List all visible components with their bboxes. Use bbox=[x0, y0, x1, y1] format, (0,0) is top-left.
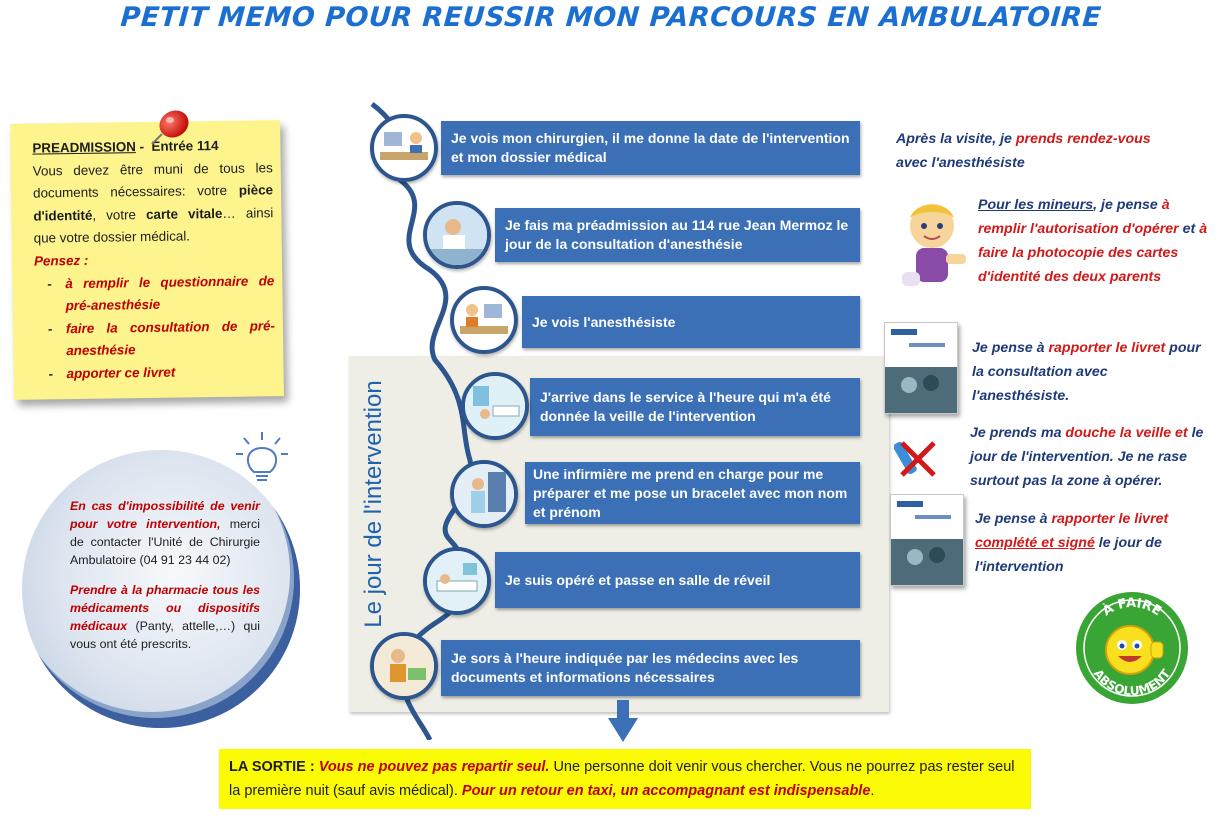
recovery-room-icon bbox=[423, 547, 491, 615]
preadmission-body: Vous devez être muni de tous les documen… bbox=[32, 159, 274, 246]
step-nurse: Une infirmière me prend en charge pour m… bbox=[525, 462, 860, 524]
list-item: faire la consultation de pré-anesthésie bbox=[35, 315, 276, 364]
booklet-thumbnail bbox=[884, 322, 958, 414]
impossibility-text: En cas d'impossibilité de venir pour vot… bbox=[70, 499, 260, 651]
hospital-room-icon bbox=[461, 372, 529, 440]
step-anesthesist: Je vois l'anesthésiste bbox=[522, 296, 860, 348]
step-discharge: Je sors à l'heure indiquée par les médec… bbox=[441, 640, 860, 696]
note-minors: Pour les mineurs, je pense à remplir l'a… bbox=[978, 197, 1208, 285]
reception-icon bbox=[423, 201, 491, 269]
child-icon bbox=[902, 204, 966, 286]
info-circle bbox=[22, 450, 300, 728]
step-preadmission: Je fais ma préadmission au 114 rue Jean … bbox=[495, 208, 860, 262]
stamp-text: À FAIRE bbox=[1100, 596, 1164, 619]
list-item: à remplir le questionnaire de pré-anesth… bbox=[34, 270, 275, 319]
preadmission-list: à remplir le questionnaire de pré-anesth… bbox=[34, 270, 276, 386]
must-do-stamp-icon: À FAIRE ABSOLUMENT bbox=[1076, 592, 1188, 704]
discharge-icon bbox=[370, 632, 438, 700]
step-surgeon-visit: Je vois mon chirurgien, il me donne la d… bbox=[441, 121, 860, 175]
exit-box: LA SORTIE : Vous ne pouvez pas repartir … bbox=[219, 749, 1031, 809]
page-title: PETIT MEMO POUR REUSSIR MON PARCOURS EN … bbox=[119, 2, 1103, 33]
no-razor-icon bbox=[894, 441, 936, 477]
note-booklet-consultation: Je pense à rapporter le livret pour la c… bbox=[972, 340, 1201, 404]
step-arrival: J'arrive dans le service à l'heure qui m… bbox=[530, 378, 860, 436]
pushpin-icon bbox=[151, 110, 189, 145]
lightbulb-icon bbox=[236, 432, 288, 481]
exit-label: LA SORTIE : bbox=[229, 759, 315, 775]
surgeon-desk-icon bbox=[370, 114, 438, 182]
booklet-thumbnail-2 bbox=[890, 494, 964, 586]
step-surgery: Je suis opéré et passe en salle de révei… bbox=[495, 552, 860, 608]
down-arrow-icon bbox=[608, 700, 638, 742]
anesthesist-desk-icon bbox=[450, 286, 518, 354]
nurse-icon bbox=[450, 460, 518, 528]
preadmission-think: Pensez : bbox=[33, 252, 89, 269]
preadmission-postit: PREADMISSION - Entrée 114 Vous devez êtr… bbox=[10, 120, 284, 400]
note-shower: Je prends ma douche la veille et le jour… bbox=[970, 425, 1204, 489]
list-item: apporter ce livret bbox=[35, 360, 275, 386]
